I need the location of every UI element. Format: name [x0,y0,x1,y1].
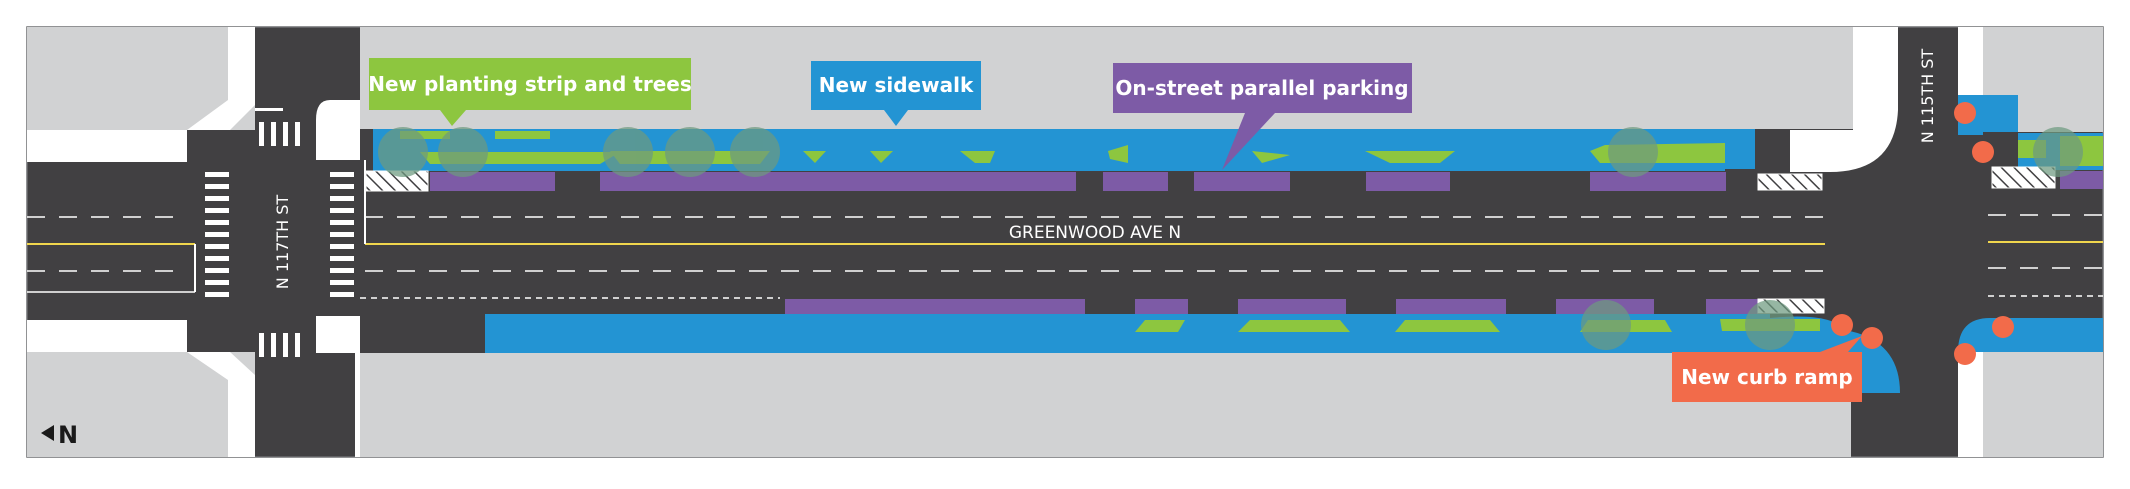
arrow-left-icon [41,425,54,441]
planting-n-6 [870,151,893,163]
parking-s-4 [1396,299,1506,314]
tree-icon [1745,300,1795,350]
crosswalk-west [205,172,229,297]
callout-planting-pointer [440,110,466,126]
curb-se-115 [1958,352,1983,457]
planting-n-5 [803,151,826,163]
new-sidewalk-south [485,314,1900,393]
lane-markings [27,160,2103,299]
callout-curb-ramp: New curb ramp [1672,336,1862,402]
city-blocks [27,27,2103,457]
parking-n-2 [600,172,1076,191]
parking-s-3 [1238,299,1346,314]
planting-n-7 [960,151,995,163]
callout-parking: On-street parallel parking [1113,63,1412,170]
callout-curb-ramp-pointer [1820,336,1862,352]
hatch-ne [1757,173,1823,191]
callout-sidewalk: New sidewalk [811,61,981,126]
street-label-west: N 117TH ST [273,195,292,290]
planting-n-2 [495,131,550,139]
planting-n-8 [1108,145,1128,163]
callout-sidewalk-box [811,61,981,110]
parking-n-4 [1194,172,1290,191]
curb-ramp-icon [1831,314,1853,336]
curb-ramp-icon [1954,102,1976,124]
callout-parking-box [1113,63,1412,113]
tree-icon [438,127,488,177]
curb-ramps [1831,102,2014,365]
curb-ne-117 [316,130,360,160]
new-sidewalk-se [1958,318,2103,352]
callout-planting-box [369,58,691,110]
planting-s-2 [1238,320,1350,332]
new-sidewalk-north-end [1725,129,1755,169]
planting-s-3 [1395,320,1500,332]
sidewalk-nw-bottom [27,130,187,162]
curb-se-117 [316,316,360,353]
new-sidewalk-ne-edge [1958,132,1983,135]
tree-icon [378,127,428,177]
crosswalk-north117 [259,122,300,146]
tree-icon [1581,300,1631,350]
tree-icon [603,127,653,177]
tree-icon [665,127,715,177]
street-label-main: GREENWOOD AVE N [1009,223,1181,243]
parking-ne [2060,171,2103,189]
curb-ne-117-round [316,100,360,130]
tree-icon [2033,127,2083,177]
curb-se-117-edge [355,353,360,457]
stop-bar-north117 [255,108,283,111]
crosswalks [205,108,354,357]
crosswalk-east117 [330,172,354,297]
parking-n-5 [1366,172,1450,191]
parking-s-6 [1706,299,1758,314]
hatched-zones [365,166,2056,314]
sidewalk-sw-top [27,320,187,352]
curb-ramp-icon [1954,343,1976,365]
curb-ramp-icon [1861,327,1883,349]
planting-s-1 [1135,320,1185,332]
callout-sidewalk-pointer [884,110,908,126]
parking-s-2 [1135,299,1188,314]
callout-parking-label: On-street parallel parking [1115,76,1408,100]
callout-planting: New planting strip and trees [368,58,692,126]
sidewalk-ne-115 [1983,95,2018,132]
callout-planting-label: New planting strip and trees [368,72,692,96]
street-label-east: N 115TH ST [1918,49,1937,144]
crosswalk-south117 [259,333,300,357]
north-label: N [58,421,78,449]
callout-curb-ramp-label: New curb ramp [1681,365,1853,389]
planting-n-1 [400,131,450,139]
curb-sw-corner [187,352,255,457]
block-south [358,353,1851,457]
north-arrow: N [41,421,78,449]
new-sidewalk-north [373,129,1725,171]
parking-n-1 [430,172,555,191]
existing-sidewalks [27,27,2018,457]
curb-nw-115-round [1790,27,1898,172]
trees [378,127,2083,350]
planting-n-9 [1252,151,1290,163]
planting-n-10 [1365,151,1455,163]
tree-icon [730,127,780,177]
curb-nw-corner [187,27,255,130]
curb-ramp-icon [1992,316,2014,338]
hatch-e [1991,166,2056,189]
parking-n-3 [1103,172,1168,191]
tree-icon [1608,127,1658,177]
callout-sidewalk-label: New sidewalk [819,73,974,97]
parking-s-1 [785,299,1085,314]
callout-curb-ramp-box [1672,352,1862,402]
parking-n-6 [1590,172,1726,191]
curb-ramp-icon [1972,141,1994,163]
callout-parking-pointer [1222,113,1275,170]
